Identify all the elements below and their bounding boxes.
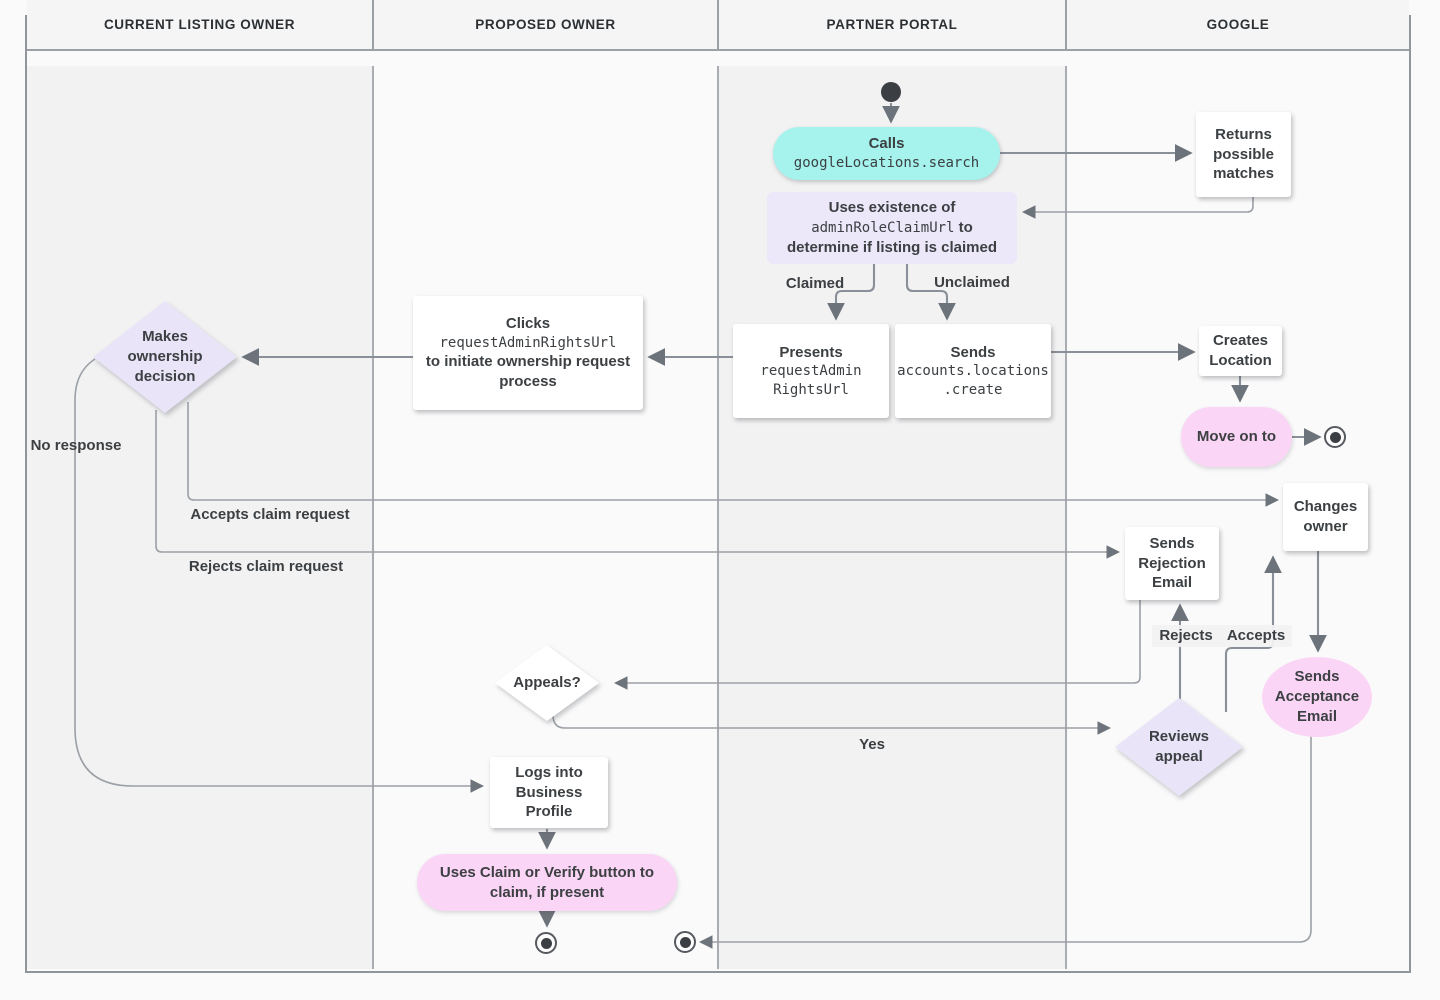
lane-proposed-owner xyxy=(374,66,719,969)
calls-google-locations-search-activity: Calls googleLocations.search xyxy=(773,127,1000,180)
activity-code-line1: accounts.locations xyxy=(897,363,1049,380)
lane-header-google: GOOGLE xyxy=(1067,0,1409,51)
end-node-claim-flow xyxy=(535,932,557,954)
activity-text: Returns possible matches xyxy=(1213,125,1274,183)
edge-label-yes: Yes xyxy=(859,736,885,753)
edge-label-unclaimed: Unclaimed xyxy=(934,274,1010,291)
activity-code-line2: RightsUrl xyxy=(773,381,849,398)
sends-rejection-email-activity: Sends Rejection Email xyxy=(1125,527,1219,600)
activity-title: Sends xyxy=(950,343,996,361)
decision-text: Appeals? xyxy=(513,674,581,692)
activity-text: Sends Rejection Email xyxy=(1138,534,1206,592)
clicks-request-admin-rights-url-activity: Clicks requestAdminRightsUrl to initiate… xyxy=(413,296,643,410)
creates-location-activity: Creates Location xyxy=(1199,326,1282,376)
logs-into-business-profile-activity: Logs into Business Profile xyxy=(490,757,608,828)
appeals-decision-node: Appeals? xyxy=(495,645,599,721)
sends-acceptance-email-activity: Sends Acceptance Email xyxy=(1262,657,1372,737)
edge-label-claimed: Claimed xyxy=(785,275,845,292)
activity-title: Presents xyxy=(779,343,843,361)
uses-claim-or-verify-button-activity: Uses Claim or Verify button to claim, if… xyxy=(417,854,677,911)
returns-possible-matches-activity: Returns possible matches xyxy=(1196,112,1291,197)
decision-text: Makes ownership decision xyxy=(127,328,203,385)
presents-request-admin-rights-url-activity: Presents requestAdmin RightsUrl xyxy=(733,324,889,418)
activity-text: Creates Location xyxy=(1209,332,1272,369)
activity-text: to initiate ownership request process xyxy=(425,353,631,391)
edge-label-accepts: Accepts xyxy=(1220,625,1292,647)
changes-owner-activity: Changes owner xyxy=(1283,483,1368,551)
edge-label-no-response: No response xyxy=(30,437,122,454)
activity-text: Logs into Business Profile xyxy=(515,763,583,821)
activity-line3: determine if listing is claimed xyxy=(786,238,998,256)
activity-text: Move on to xyxy=(1196,428,1277,446)
lane-header-current-listing-owner: CURRENT LISTING OWNER xyxy=(27,0,374,51)
lane-header-partner-portal: PARTNER PORTAL xyxy=(719,0,1067,51)
edge-label-rejects-claim-request: Rejects claim request xyxy=(188,558,344,575)
activity-code: googleLocations.search xyxy=(793,155,980,172)
decision-text: Reviews appeal xyxy=(1148,728,1210,765)
activity-text: Uses Claim or Verify button to claim, if… xyxy=(439,863,655,901)
sends-accounts-locations-create-activity: Sends accounts.locations .create xyxy=(895,324,1051,418)
activity-line1: Uses existence of xyxy=(828,199,956,217)
uses-existence-activity: Uses existence of adminRoleClaimUrl to d… xyxy=(767,192,1017,264)
start-node xyxy=(881,82,901,102)
activity-code: requestAdminRightsUrl xyxy=(439,334,617,351)
activity-title: Calls xyxy=(868,135,905,153)
edge-label-accepts-claim-request: Accepts claim request xyxy=(190,506,350,523)
activity-title: Clicks xyxy=(505,315,551,333)
move-on-to-activity: Move on to xyxy=(1181,407,1292,467)
edge-label-rejects: Rejects xyxy=(1152,625,1220,647)
reviews-appeal-node: Reviews appeal xyxy=(1115,698,1243,796)
lane-header-proposed-owner: PROPOSED OWNER xyxy=(374,0,719,51)
activity-text: Changes owner xyxy=(1293,498,1358,535)
end-node-acceptance-flow xyxy=(674,931,696,953)
activity-line2: adminRoleClaimUrl to xyxy=(811,219,973,237)
activity-code-line2: .create xyxy=(943,381,1003,398)
makes-ownership-decision-node: Makes ownership decision xyxy=(93,301,237,413)
activity-code-line1: requestAdmin xyxy=(760,363,862,380)
activity-text: Sends Acceptance Email xyxy=(1274,668,1360,725)
end-node-create-flow xyxy=(1324,426,1346,448)
